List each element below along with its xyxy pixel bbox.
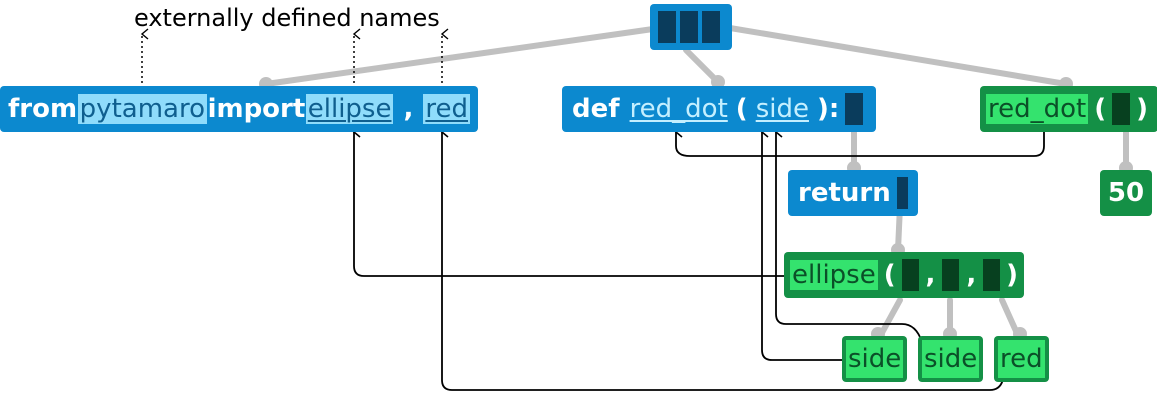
call-rparen: ) bbox=[1136, 94, 1149, 124]
def-lparen: ( bbox=[735, 94, 748, 124]
call-function-name[interactable]: red_dot bbox=[986, 94, 1089, 124]
leaf-red[interactable]: red bbox=[994, 336, 1049, 382]
edge-root-def bbox=[683, 47, 721, 85]
def-keyword: def bbox=[572, 94, 620, 124]
return-value-slot bbox=[896, 177, 908, 209]
leaf-side-1-label: side bbox=[846, 340, 904, 378]
def-rparen-colon: ): bbox=[816, 94, 840, 124]
imported-name-ellipse[interactable]: ellipse bbox=[305, 94, 394, 124]
argument-50[interactable]: 50 bbox=[1100, 170, 1152, 216]
import-comma: , bbox=[403, 94, 414, 124]
leaf-red-label: red bbox=[998, 340, 1045, 378]
edge-root-call bbox=[727, 25, 1069, 87]
ellipse-function-name[interactable]: ellipse bbox=[790, 260, 878, 290]
ref-arrow-side1-to-param bbox=[760, 126, 846, 361]
ellipse-comma-2: , bbox=[966, 260, 977, 290]
from-keyword: from bbox=[8, 94, 78, 124]
def-statement[interactable]: def red_dot ( side ): bbox=[562, 86, 876, 132]
call-red-dot[interactable]: red_dot ( ) bbox=[980, 86, 1157, 132]
edge-root-import bbox=[263, 25, 663, 87]
call-arg-slot bbox=[1112, 93, 1131, 125]
argument-50-label: 50 bbox=[1107, 178, 1145, 208]
parameter-side[interactable]: side bbox=[755, 94, 809, 124]
ellipse-lparen: ( bbox=[883, 260, 896, 290]
ref-arrow-call-to-def bbox=[674, 126, 1045, 157]
ref-arrow-ellipse-to-import bbox=[352, 126, 790, 277]
return-statement[interactable]: return bbox=[788, 170, 918, 216]
ref-arrow-side2-to-param bbox=[774, 126, 923, 343]
module-slot-1 bbox=[658, 11, 676, 43]
module-slot-3 bbox=[702, 11, 720, 43]
ellipse-call[interactable]: ellipse ( , , ) bbox=[784, 252, 1024, 298]
import-keyword: import bbox=[207, 94, 306, 124]
def-body-slot bbox=[845, 93, 864, 125]
joint-def bbox=[711, 75, 725, 89]
ellipse-arg-slot-1 bbox=[901, 259, 919, 291]
module-node[interactable] bbox=[650, 4, 732, 50]
call-lparen: ( bbox=[1094, 94, 1107, 124]
annotation-label: externally defined names bbox=[134, 4, 440, 32]
leaf-side-2-label: side bbox=[922, 340, 980, 378]
function-name-def[interactable]: red_dot bbox=[629, 94, 728, 124]
ellipse-arg-slot-3 bbox=[983, 259, 1001, 291]
leaf-side-1[interactable]: side bbox=[842, 336, 908, 382]
module-name[interactable]: pytamaro bbox=[77, 94, 207, 124]
ellipse-rparen: ) bbox=[1006, 260, 1018, 290]
leaf-side-2[interactable]: side bbox=[918, 336, 984, 382]
ellipse-arg-slot-2 bbox=[942, 259, 960, 291]
ellipse-comma-1: , bbox=[925, 260, 936, 290]
module-slot-2 bbox=[680, 11, 698, 43]
import-statement[interactable]: from pytamaro import ellipse , red bbox=[0, 86, 478, 132]
imported-name-red[interactable]: red bbox=[423, 94, 470, 124]
return-keyword: return bbox=[798, 178, 891, 208]
